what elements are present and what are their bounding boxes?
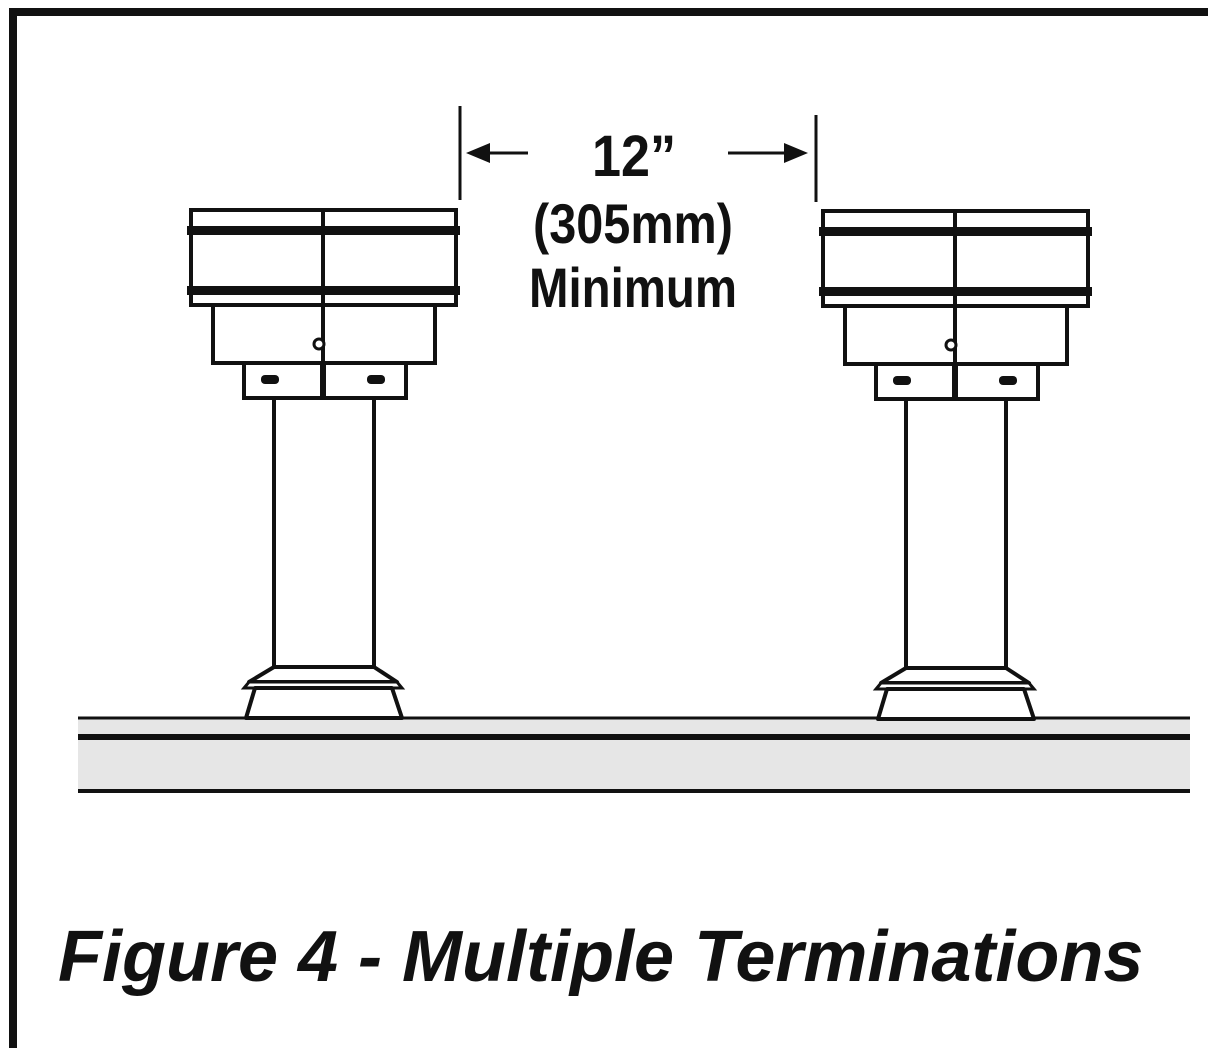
right-termination xyxy=(819,211,1092,719)
figure-caption: Figure 4 - Multiple Terminations xyxy=(58,912,1143,1002)
roof xyxy=(78,717,1190,791)
right-arrow-icon xyxy=(728,143,808,163)
dimension-marker: 12” (305mm) Minimum xyxy=(460,106,816,319)
left-arrow-icon xyxy=(466,143,528,163)
dimension-metric: (305mm) xyxy=(533,192,733,255)
dimension-value: 12” xyxy=(592,124,676,189)
dimension-qualifier: Minimum xyxy=(529,256,737,319)
left-termination xyxy=(187,210,460,718)
